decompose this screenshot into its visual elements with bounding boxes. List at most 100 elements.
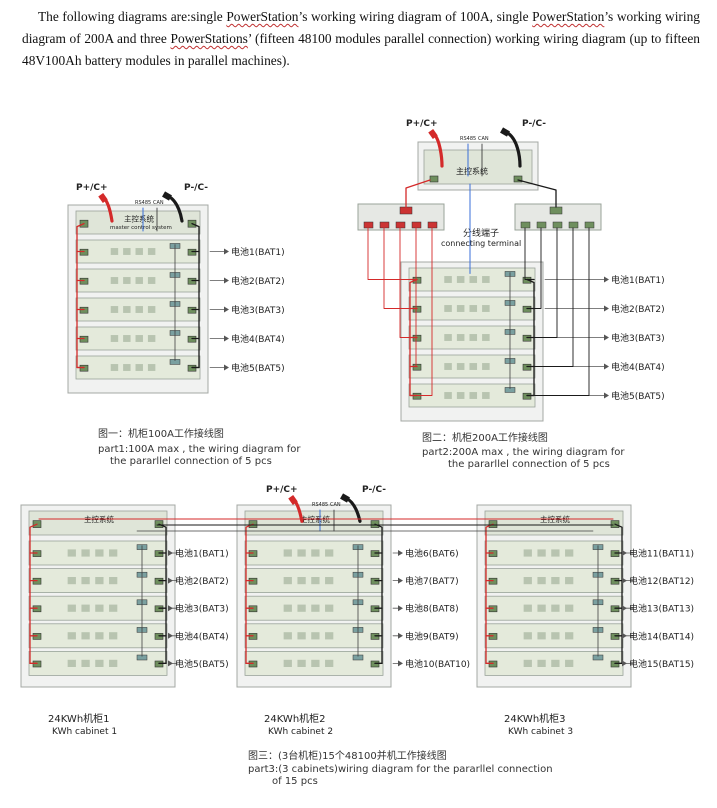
cell-detail xyxy=(123,248,131,255)
battery-label: 电池4(BAT4) xyxy=(175,630,229,642)
negative-terminal xyxy=(187,306,197,314)
positive-terminal xyxy=(395,221,406,229)
positive-terminal-label: P+/C+ xyxy=(266,485,298,495)
cell-detail xyxy=(135,248,143,255)
cell-detail xyxy=(297,604,306,612)
negative-terminal-label: P-/C- xyxy=(362,485,386,495)
can-label: CAN xyxy=(478,136,489,142)
cabinet-label-en: KWh cabinet 1 xyxy=(52,727,117,737)
cell-detail xyxy=(444,276,452,283)
powerstations-term: PowerStations xyxy=(170,31,248,46)
cell-detail xyxy=(67,659,76,667)
negative-terminal xyxy=(522,305,532,313)
arrow-icon xyxy=(398,605,403,612)
cell-detail xyxy=(537,659,546,667)
positive-terminal xyxy=(427,221,438,229)
cell-detail xyxy=(123,335,131,342)
negative-terminal xyxy=(522,392,532,400)
positive-terminal xyxy=(79,248,89,256)
intro-text-3: ’s working wiring diagram of 200A and th… xyxy=(22,9,700,46)
positive-input xyxy=(399,206,413,215)
rs485-label: RS485 xyxy=(460,136,476,142)
intro-text-4: ’ (fifteen 48100 modules parallel connec… xyxy=(22,31,700,68)
arrow-icon xyxy=(622,632,627,639)
battery-label: 电池5(BAT5) xyxy=(175,658,229,670)
cell-detail xyxy=(325,604,334,612)
cabinet-label-cn: 24KWh机柜2 xyxy=(264,712,326,725)
cell-detail xyxy=(123,364,131,371)
cell-detail xyxy=(565,632,574,640)
cell-detail xyxy=(565,604,574,612)
cell-detail xyxy=(135,364,143,371)
cell-detail xyxy=(110,364,119,371)
cell-detail xyxy=(469,305,478,312)
cell-detail xyxy=(110,277,119,284)
cell-detail xyxy=(95,632,104,640)
arrow-icon xyxy=(604,334,609,341)
cell-detail xyxy=(523,549,532,557)
cell-detail xyxy=(482,363,490,370)
cell-detail xyxy=(297,632,306,640)
cell-detail xyxy=(95,549,104,557)
cell-detail xyxy=(551,604,560,612)
control-positive-terminal xyxy=(429,175,439,183)
positive-lug xyxy=(98,193,108,203)
positive-terminal xyxy=(412,363,422,371)
positive-lug xyxy=(428,129,438,139)
cell-detail xyxy=(147,335,156,342)
battery-label: 电池6(BAT6) xyxy=(405,548,459,560)
intro-paragraph: The following diagrams are:single PowerS… xyxy=(22,6,700,72)
cell-detail xyxy=(311,632,320,640)
arrow-icon xyxy=(398,660,403,667)
arrow-icon xyxy=(604,276,609,283)
powerstation-term: PowerStation xyxy=(226,9,299,24)
powerstation-term: PowerStation xyxy=(532,9,605,24)
cell-detail xyxy=(482,334,490,341)
battery-label: 电池11(BAT11) xyxy=(629,548,694,560)
cell-detail xyxy=(325,632,334,640)
cell-detail xyxy=(147,277,156,284)
battery-label: 电池1(BAT1) xyxy=(231,246,285,258)
cell-detail xyxy=(110,335,119,342)
cell-detail xyxy=(110,306,119,313)
cell-detail xyxy=(551,632,560,640)
negative-terminal xyxy=(522,363,532,371)
negative-input xyxy=(549,206,563,215)
positive-distribution-wire xyxy=(415,227,418,367)
cell-detail xyxy=(311,577,320,585)
cell-detail xyxy=(565,549,574,557)
positive-terminal xyxy=(79,364,89,372)
negative-distribution-wire xyxy=(526,227,542,309)
cell-detail xyxy=(297,549,306,557)
cell-detail xyxy=(109,632,118,640)
cell-detail xyxy=(565,577,574,585)
arrow-icon xyxy=(224,306,229,313)
cell-detail xyxy=(81,632,90,640)
battery-label: 电池3(BAT3) xyxy=(611,332,665,344)
cell-detail xyxy=(147,306,156,313)
cell-detail xyxy=(325,659,334,667)
rs485-label: RS485 xyxy=(312,502,328,508)
arrow-icon xyxy=(168,577,173,584)
cell-detail xyxy=(537,549,546,557)
arrow-icon xyxy=(604,363,609,370)
cell-detail xyxy=(537,632,546,640)
arrow-icon xyxy=(224,335,229,342)
battery-label: 电池4(BAT4) xyxy=(231,333,285,345)
cell-detail xyxy=(283,549,292,557)
caption-1-en-line2: the pararllel connection of 5 pcs xyxy=(110,456,272,467)
cell-detail xyxy=(482,305,490,312)
battery-label: 电池2(BAT2) xyxy=(231,275,285,287)
battery-label: 电池15(BAT15) xyxy=(629,658,694,670)
cell-detail xyxy=(81,659,90,667)
negative-terminal xyxy=(522,334,532,342)
arrow-icon xyxy=(224,277,229,284)
caption-3-en-line2: of 15 pcs xyxy=(272,776,318,787)
terminal-label-en: connecting terminal xyxy=(441,239,521,248)
cell-detail xyxy=(81,549,90,557)
battery-label: 电池5(BAT5) xyxy=(231,362,285,374)
negative-lug xyxy=(500,127,510,137)
battery-label: 电池10(BAT10) xyxy=(405,658,470,670)
caption-1-cn: 图一：机柜100A工作接线图 xyxy=(98,427,224,440)
arrow-icon xyxy=(604,305,609,312)
